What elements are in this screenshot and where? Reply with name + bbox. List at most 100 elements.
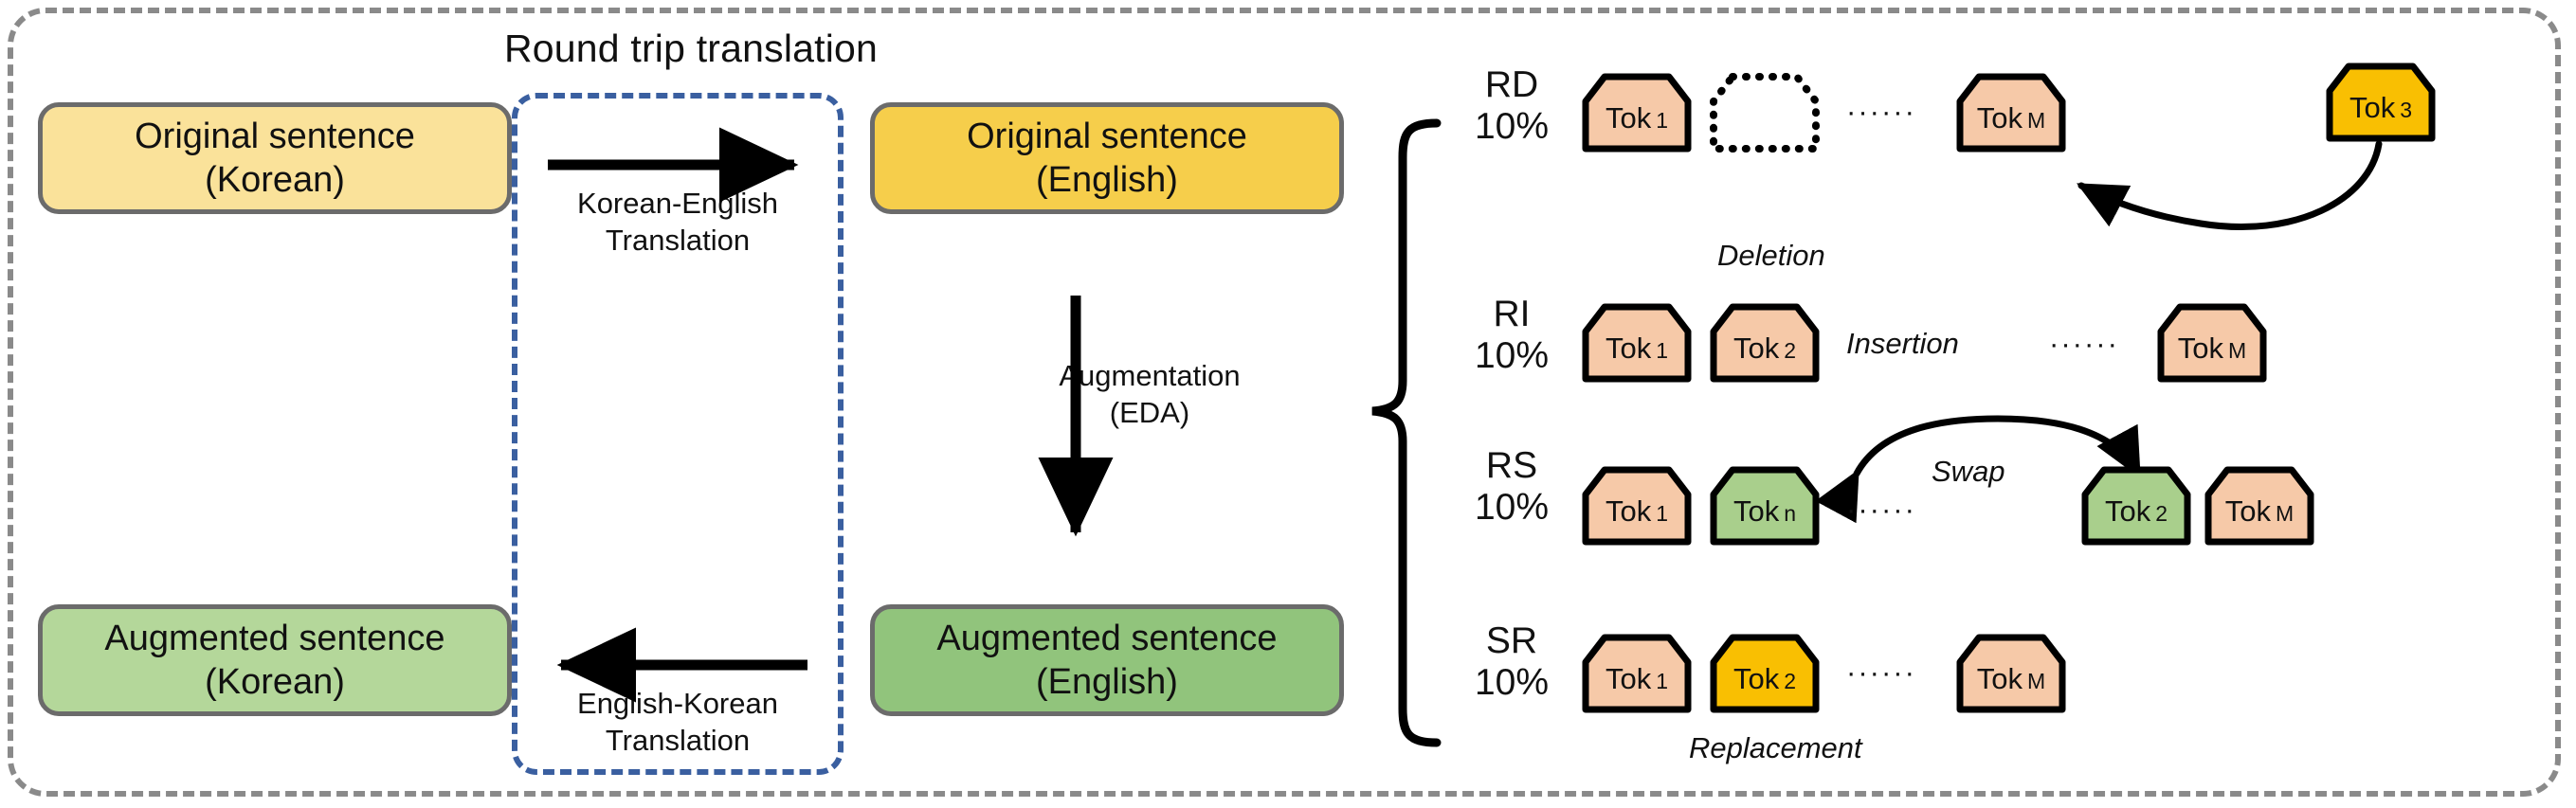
eda-row-rate: 10% <box>1474 105 1550 147</box>
box-line-2: (English) <box>1036 662 1178 702</box>
token-label: Tok <box>1605 332 1652 365</box>
token-shape-highlight <box>1710 466 1820 546</box>
token-label: Tok <box>1605 494 1652 528</box>
token-subscript: M <box>2027 108 2046 133</box>
ellipsis-rs: ······ <box>1846 493 1916 526</box>
eda-row-abbrev: RS <box>1485 445 1538 486</box>
operation-label-replacement: Replacement <box>1689 731 1862 764</box>
token-label: Tok <box>2177 332 2224 365</box>
token-label: Tok <box>1605 662 1652 695</box>
label-line-1: English-Korean <box>577 687 778 720</box>
eda-row-tag-rd: RD 10% <box>1460 64 1564 147</box>
box-line-2: (Korean) <box>205 662 345 702</box>
eda-row-abbrev: SR <box>1485 620 1538 661</box>
augmented-sentence-english-box: Augmented sentence (English) <box>870 604 1344 716</box>
korean-english-arrow-label: Korean-English Translation <box>535 186 820 260</box>
token-subscript: 3 <box>2400 98 2413 122</box>
token-shape <box>2204 466 2314 546</box>
token-subscript: 1 <box>1656 501 1669 526</box>
label-line-1: Korean-English <box>577 187 778 220</box>
token-shape <box>1956 634 2066 713</box>
eda-row-abbrev: RD <box>1484 64 1539 105</box>
augmented-sentence-korean-box: Augmented sentence (Korean) <box>38 604 512 716</box>
token-label: Tok <box>1605 101 1652 135</box>
eda-row-tag-rs: RS 10% <box>1460 445 1564 528</box>
token-shape <box>2157 303 2267 383</box>
token-shape <box>1956 73 2066 153</box>
token-label: Tok <box>2349 91 2396 124</box>
token-subscript: 1 <box>1656 338 1669 363</box>
label-line-2: (EDA) <box>1109 395 1190 429</box>
token-subscript: 1 <box>1656 108 1669 133</box>
token-subscript: M <box>2228 338 2247 363</box>
eda-row-tag-ri: RI 10% <box>1460 294 1564 376</box>
operation-label-deletion: Deletion <box>1717 239 1825 272</box>
token-subscript: 1 <box>1656 669 1669 693</box>
box-line-1: Original sentence <box>135 116 415 156</box>
token-shape-deleted <box>1710 73 1820 153</box>
token-label: Tok <box>1976 662 2023 695</box>
eda-row-rate: 10% <box>1474 661 1550 703</box>
english-korean-arrow-label: English-Korean Translation <box>535 686 820 760</box>
token-shape-highlight <box>2326 63 2436 142</box>
token-shape <box>1582 73 1692 153</box>
augmentation-arrow-label: Augmentation (EDA) <box>993 358 1306 432</box>
token-shape <box>1582 303 1692 383</box>
operation-label-swap: Swap <box>1932 455 2005 488</box>
round-trip-translation-frame <box>512 93 844 775</box>
token-label: Tok <box>1976 101 2023 135</box>
token-shape-highlight <box>1710 634 1820 713</box>
ellipsis-ri: ······ <box>2049 327 2119 360</box>
token-shape <box>1710 303 1820 383</box>
operation-label-insertion: Insertion <box>1846 327 1959 360</box>
token-subscript: n <box>1784 501 1797 526</box>
ellipsis-sr: ······ <box>1846 655 1916 689</box>
token-rd-deleted <box>1706 69 1823 156</box>
token-label: Tok <box>1732 662 1780 695</box>
eda-row-tag-sr: SR 10% <box>1460 620 1564 703</box>
eda-row-rate: 10% <box>1474 334 1550 376</box>
token-subscript: 2 <box>1784 338 1797 363</box>
label-line-1: Augmentation <box>1059 359 1241 392</box>
label-line-2: Translation <box>605 723 751 757</box>
box-line-2: (English) <box>1036 160 1178 200</box>
token-label: Tok <box>1732 494 1780 528</box>
original-sentence-korean-box: Original sentence (Korean) <box>38 102 512 214</box>
ellipsis-rd: ······ <box>1846 95 1916 128</box>
original-sentence-english-box: Original sentence (English) <box>870 102 1344 214</box>
token-subscript: M <box>2027 669 2046 693</box>
box-line-2: (Korean) <box>205 160 345 200</box>
token-subscript: 2 <box>1784 669 1797 693</box>
token-label: Tok <box>2224 494 2272 528</box>
token-subscript: M <box>2276 501 2295 526</box>
token-shape-highlight <box>2081 466 2191 546</box>
box-line-1: Augmented sentence <box>104 618 445 658</box>
eda-row-rate: 10% <box>1474 486 1550 528</box>
token-subscript: 2 <box>2155 501 2168 526</box>
outer-dashed-frame <box>8 8 2561 797</box>
token-label: Tok <box>2104 494 2151 528</box>
